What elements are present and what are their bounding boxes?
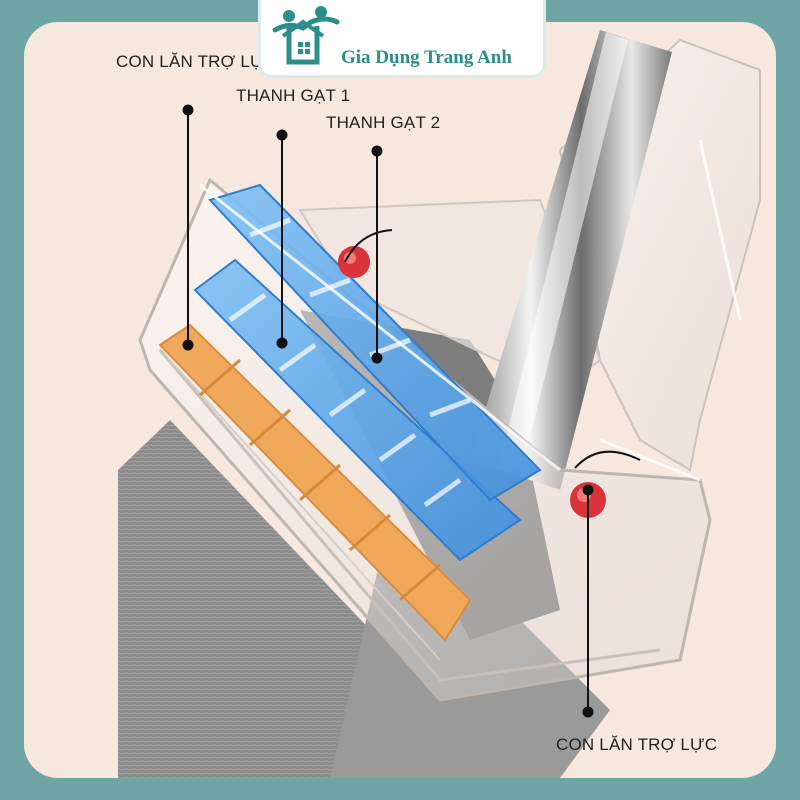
brand-logo-icon	[272, 6, 340, 65]
label-roller-bottom: CON LĂN TRỢ LỰC	[556, 735, 718, 754]
orange-roller	[158, 323, 472, 642]
pointer-roller-top	[182, 104, 194, 351]
pointer-blade-1	[276, 129, 288, 349]
pointer-blade-2	[344, 145, 393, 364]
red-roller-top	[338, 246, 370, 278]
label-blade-1: THANH GẠT 1	[236, 86, 351, 105]
label-roller-top: CON LĂN TRỢ LỰC	[116, 52, 278, 71]
chrome-handle	[470, 30, 672, 490]
label-blade-2: THANH GẠT 2	[326, 113, 441, 132]
pointer-roller-bottom	[574, 450, 641, 718]
blue-blade-1	[193, 258, 522, 562]
brand-logo-box: Gia Dụng Trang Anh	[258, 0, 546, 78]
housing-highlights	[199, 139, 742, 482]
brand-name: Gia Dụng Trang Anh	[341, 47, 512, 68]
